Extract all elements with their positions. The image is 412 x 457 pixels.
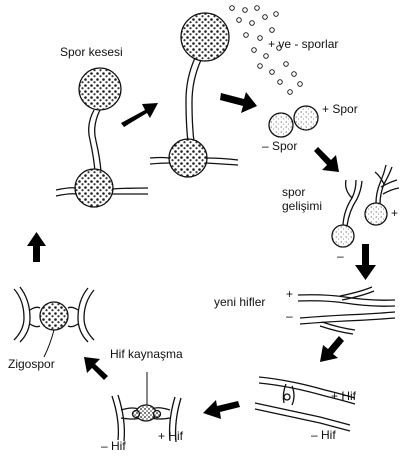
label-hif-plus: + bbox=[286, 287, 293, 301]
arrow-4 bbox=[355, 244, 376, 280]
label-spor-gelisimi-line2: gelişimi bbox=[282, 199, 322, 213]
label-minus-hif-bottom: – Hif bbox=[101, 439, 126, 453]
label-spor-gelisimi-line1: spor bbox=[282, 185, 305, 199]
label-germ-plus: + bbox=[391, 206, 398, 220]
plus-minus-spores bbox=[269, 106, 318, 137]
label-zigospor: Zigospor bbox=[8, 357, 55, 371]
label-plus-hif-right: + Hif bbox=[331, 389, 356, 403]
label-hif-minus: – bbox=[286, 309, 293, 323]
label-hif-kaynasma: Hif kaynaşma bbox=[110, 347, 183, 361]
arrow-1 bbox=[121, 103, 158, 127]
arrow-3 bbox=[314, 147, 339, 172]
spore-germination bbox=[332, 165, 399, 247]
label-plus-hif-bottom: + Hif bbox=[158, 429, 183, 443]
zygospore-stage bbox=[14, 287, 94, 357]
new-hyphae bbox=[298, 287, 395, 334]
arrow-2 bbox=[220, 92, 257, 113]
label-yeni-hifler: yeni hifler bbox=[214, 295, 265, 309]
label-plus-minus-spores: + ve - sporlar bbox=[268, 37, 338, 51]
arrow-6 bbox=[203, 400, 240, 419]
label-germ-minus: – bbox=[337, 249, 344, 263]
hyphal-contact bbox=[255, 377, 355, 431]
arrow-8 bbox=[27, 232, 46, 262]
sporangium-stage bbox=[56, 68, 148, 207]
arrow-7 bbox=[84, 357, 108, 380]
label-plus-spor: + Spor bbox=[322, 102, 358, 116]
cycle-arrows bbox=[27, 92, 376, 419]
label-minus-spor: – Spor bbox=[262, 139, 297, 153]
label-spor-kesesi: Spor kesesi bbox=[60, 45, 123, 59]
arrow-5 bbox=[320, 336, 344, 362]
label-minus-hif-right: – Hif bbox=[311, 428, 336, 442]
